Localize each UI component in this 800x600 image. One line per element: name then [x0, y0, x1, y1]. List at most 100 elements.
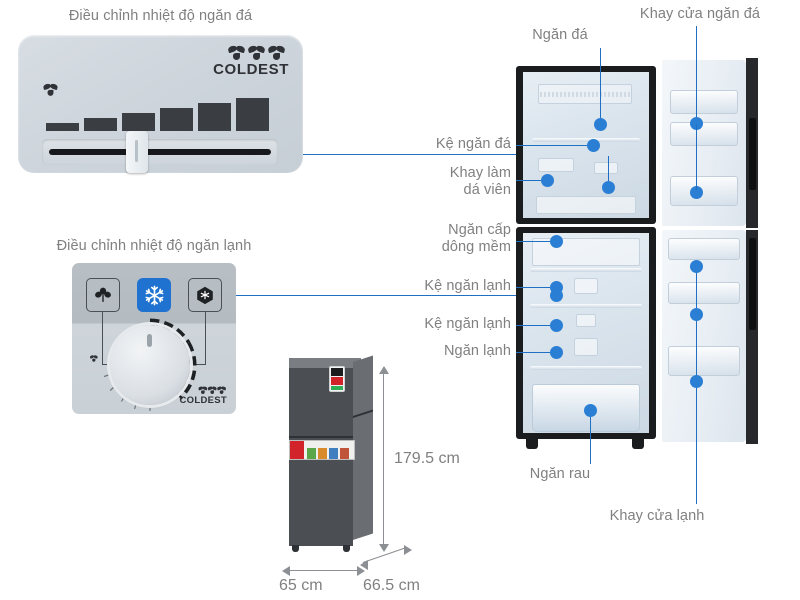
- freezer-temperature-panel[interactable]: COLDEST: [18, 35, 303, 173]
- callout-label-ke-ngan-lanh-1: Kệ ngăn lạnh: [424, 278, 511, 294]
- leader-line-khay-lam-da: [516, 180, 544, 182]
- callout-dot-khay-cua-ngan-da: [690, 117, 703, 130]
- refrigerator-exterior: [283, 355, 393, 558]
- freezer-panel-title: Điều chỉnh nhiệt độ ngăn đá: [68, 8, 253, 24]
- freezer-back-panel: [538, 84, 632, 104]
- energy-label-sticker: [329, 366, 345, 392]
- leader-line-khay-cua-ngan-da-2: [696, 124, 698, 190]
- dimension-arrow-left: [282, 566, 290, 576]
- freezer-slider-track[interactable]: [42, 139, 278, 165]
- mini-side-face: [353, 355, 373, 540]
- leader-line-ke-ngan-lanh-2: [516, 325, 554, 327]
- freezer-vent: [540, 92, 630, 97]
- fan-icon-group: [198, 386, 226, 394]
- dimension-line-height: [383, 372, 385, 545]
- fridge-temperature-panel[interactable]: COLDEST: [72, 263, 236, 414]
- callout-dot-khay-cua-lanh-3: [690, 375, 703, 388]
- leader-line-ke-ngan-da: [516, 145, 590, 147]
- callout-label-ke-ngan-da: Kệ ngăn đá: [435, 136, 511, 152]
- fridge-door-bin: [668, 238, 740, 260]
- fan-icon-group: [228, 45, 285, 60]
- callout-dot-ke-ngan-da: [587, 139, 600, 152]
- fan-icon: [217, 386, 226, 394]
- dial-bracket-right: [205, 312, 206, 365]
- promo-sticker: [289, 440, 355, 460]
- callout-label-ngan-cap-dong-mem: Ngăn cấp dông mềm: [441, 222, 511, 255]
- fridge-foot: [526, 437, 538, 449]
- freezer-level-bars: [46, 97, 276, 131]
- leader-line-freezer-panel: [303, 154, 536, 156]
- callout-dot-ice-maker: [602, 181, 615, 194]
- dial-bracket-right-foot: [191, 364, 205, 365]
- fan-icon: [208, 386, 217, 394]
- snowflake-icon[interactable]: [137, 278, 171, 312]
- fridge-shelf-top: [530, 268, 642, 272]
- leader-line-ngan-rau: [590, 412, 592, 464]
- dial-bracket-left: [102, 312, 103, 365]
- leader-line-ke-ngan-lanh-1: [516, 287, 554, 289]
- dimension-arrow-depth-left: [360, 560, 368, 570]
- dimension-arrow-right: [357, 566, 365, 576]
- fan-icon: [43, 83, 57, 96]
- callout-label-ngan-lanh: Ngăn lạnh: [443, 343, 511, 359]
- dimension-width-text: 65 cm: [279, 577, 323, 594]
- dimension-height-text: 179.5 cm: [394, 450, 460, 467]
- fan-icon: [90, 355, 98, 362]
- fridge-door-handle: [749, 238, 756, 330]
- mini-foot: [292, 545, 299, 552]
- callout-label-ngan-da: Ngăn đá: [532, 27, 588, 43]
- leader-line-ice-maker: [608, 156, 610, 184]
- dimension-arrow-depth-right: [404, 545, 412, 555]
- freezer-coldest-label: COLDEST: [213, 61, 289, 78]
- fridge-door-bin: [668, 282, 740, 304]
- callout-label-ngan-rau: Ngăn rau: [529, 466, 591, 482]
- control-module: [574, 278, 598, 294]
- refrigerator-cutaway: [516, 46, 764, 464]
- leaf-icon[interactable]: [86, 278, 120, 312]
- freezer-slider-handle[interactable]: [126, 131, 148, 173]
- callout-dot-khay-lam-da: [541, 174, 554, 187]
- rotary-dial-icon[interactable]: [110, 325, 190, 405]
- callout-dot-khay-cua-lanh-1: [690, 260, 703, 273]
- dial-tick-ring: [103, 318, 197, 411]
- fridge-shelf-middle: [530, 304, 642, 308]
- mini-foot: [343, 545, 350, 552]
- freezer-door-handle: [749, 118, 756, 190]
- ice-maker-box: [594, 162, 618, 174]
- dimension-arrow-down: [379, 544, 389, 552]
- callout-dot-ngan-cap-dong: [550, 235, 563, 248]
- leader-line-ngan-cap-dong: [516, 241, 554, 243]
- fridge-foot: [632, 437, 644, 449]
- callout-label-khay-cua-lanh: Khay cửa lạnh: [609, 508, 705, 524]
- fridge-door: [662, 230, 746, 442]
- freezer-bottom-tray: [536, 196, 636, 214]
- fridge-door-bin: [668, 346, 740, 376]
- callout-dot-ke-ngan-lanh-2: [550, 319, 563, 332]
- dimension-arrow-up: [379, 366, 389, 374]
- callout-dot-fridge-panel: [550, 289, 563, 302]
- dimension-depth-text: 66.5 cm: [363, 577, 420, 594]
- fan-icon: [228, 45, 245, 60]
- cryo-hexagon-icon[interactable]: [188, 278, 222, 312]
- freezer-door-bin: [670, 122, 738, 146]
- fridge-shelf-lower: [530, 366, 642, 370]
- callout-dot-khay-cua-ngan-da-2: [690, 186, 703, 199]
- leader-line-ngan-da: [600, 48, 602, 121]
- freezer-door-bin: [670, 90, 738, 114]
- fan-icon: [248, 45, 265, 60]
- fan-icon: [268, 45, 285, 60]
- callout-dot-khay-cua-lanh-2: [690, 308, 703, 321]
- leader-line-khay-cua-ngan-da: [696, 26, 698, 120]
- leader-line-ngan-lanh: [516, 352, 554, 354]
- fridge-coldest-label: COLDEST: [179, 395, 227, 406]
- freezer-shelf: [532, 138, 640, 142]
- callout-dot-ngan-lanh: [550, 346, 563, 359]
- dimension-line-width: [288, 570, 358, 572]
- leader-line-fridge-panel: [236, 295, 556, 297]
- callout-dot-ngan-da: [594, 118, 607, 131]
- plasma-cluster-box: [574, 338, 598, 356]
- callout-label-khay-cua-ngan-da: Khay cửa ngăn đá: [639, 6, 761, 22]
- fridge-panel-title: Điều chỉnh nhiệt độ ngăn lạnh: [56, 238, 252, 254]
- mini-door-seam: [289, 436, 353, 438]
